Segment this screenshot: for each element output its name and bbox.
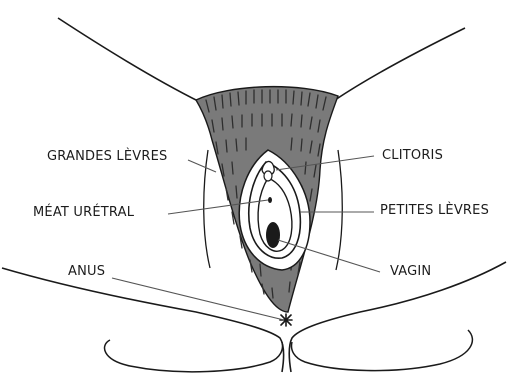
leader-anus [112,278,284,320]
label-meat-uretral: MÉAT URÉTRAL [33,206,134,220]
right-buttock-curve [292,330,473,371]
vaginal-opening [266,222,280,248]
label-petites-levres: PETITES LÈVRES [380,204,489,218]
left-buttock-curve [105,340,283,372]
label-anus: ANUS [68,265,105,279]
left-buttock-outline [2,268,284,372]
label-clitoris: CLITORIS [382,149,443,163]
label-vagin: VAGIN [390,265,431,279]
clitoris-glans [264,171,272,181]
leader-grandes-levres [188,160,216,172]
left-thigh-outline [58,18,200,102]
right-thigh-outline [335,28,465,100]
urethral-meatus [268,197,272,203]
right-labia-majora-line [336,150,342,270]
label-grandes-levres: GRANDES LÈVRES [47,150,167,164]
